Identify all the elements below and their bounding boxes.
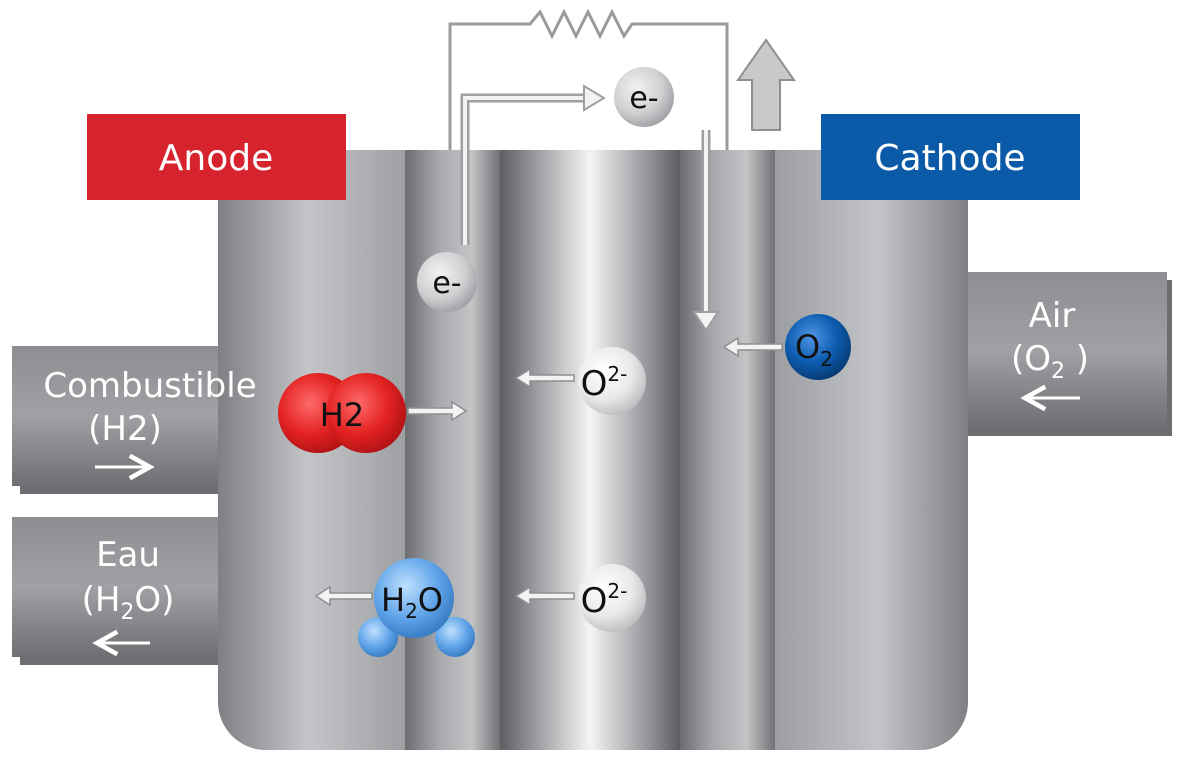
air-inlet-pipe: [945, 272, 1172, 436]
svg-text:O2-: O2-: [581, 579, 628, 621]
svg-text:O2-: O2-: [581, 362, 628, 404]
o2-molecule: [785, 314, 851, 380]
air-formula: (O2 ): [1011, 339, 1089, 384]
oxide-ion-lower: [578, 564, 646, 632]
electron-anode: [417, 252, 477, 312]
svg-text:H2: H2: [320, 396, 364, 434]
h2-arrow-icon: [407, 400, 468, 422]
svg-text:e-: e-: [432, 266, 461, 301]
water-outlet-pipe: [12, 517, 240, 665]
cathode-label-box: [821, 114, 1080, 200]
oxide-arrow-upper-icon: [514, 367, 575, 389]
cathode-label: Cathode: [874, 138, 1025, 179]
oxide-arrow-lower-icon: [514, 585, 575, 607]
electrolyte: [500, 150, 680, 750]
fuel-formula: (H2): [88, 409, 162, 449]
water-arrow-icon: [314, 585, 373, 607]
water-formula: (H2O): [82, 580, 175, 625]
anode-label-box: [87, 114, 346, 200]
up-arrow-icon: [736, 38, 796, 131]
svg-text:O2: O2: [795, 328, 833, 371]
water-label: Eau: [96, 535, 160, 575]
h2-molecule: H2: [278, 373, 406, 453]
electron-top: [614, 67, 674, 127]
svg-text:e-: e-: [629, 81, 658, 116]
air-label: Air: [1029, 296, 1076, 336]
external-circuit: [448, 8, 729, 150]
cathode-electrode: [680, 150, 775, 750]
oxide-ion-upper: [578, 347, 646, 415]
fuel-label: Combustible: [43, 366, 256, 406]
svg-text:H2O: H2O: [381, 581, 443, 623]
fuel-inlet-pipe: [12, 346, 240, 494]
water-molecule: H2O: [358, 558, 475, 657]
anode-label: Anode: [159, 138, 273, 179]
o2-arrow-icon: [722, 336, 783, 358]
anode-electrode: [405, 150, 500, 750]
